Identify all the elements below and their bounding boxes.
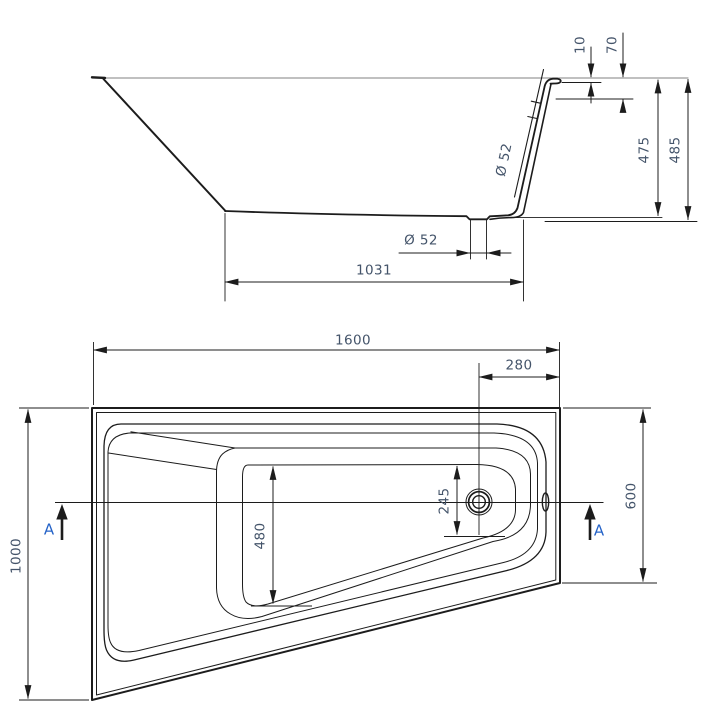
dim-480-label: 480 — [252, 522, 269, 550]
tub-backrest-slope — [102, 78, 227, 212]
tub-left-lip — [90, 76, 107, 80]
backrest-edge-upper — [130, 431, 236, 449]
dim-485-label: 485 — [667, 136, 684, 164]
dim-dia52-wall-lines — [513, 68, 545, 198]
plan-view — [19, 342, 657, 701]
overflow-hole — [541, 492, 550, 512]
dim-600-label: 600 — [623, 482, 640, 510]
basin-opening-outer — [103, 423, 547, 662]
plan-extension-lines — [19, 342, 657, 701]
section-extension-lines — [224, 82, 698, 302]
backrest-edge-lower — [108, 452, 217, 470]
section-arrow-right — [584, 504, 596, 540]
dim-245-label: 245 — [436, 487, 453, 515]
outer-rim — [91, 407, 561, 701]
section-arrow-left — [56, 504, 68, 540]
dim-dia52-drain-label: Ø 52 — [404, 232, 438, 249]
dim-280-label: 280 — [505, 357, 533, 374]
dim-70-label: 70 — [604, 36, 621, 54]
dim-10-label: 10 — [572, 36, 589, 54]
dim-1000-label: 1000 — [8, 538, 25, 574]
dim-1600-label: 1600 — [335, 332, 371, 349]
dim-1031-label: 1031 — [356, 262, 392, 279]
section-label-a-left: A — [43, 520, 55, 539]
basin-mid-contour — [216, 447, 531, 619]
section-label-a-right: A — [593, 521, 605, 540]
basin-opening-inner — [107, 432, 538, 653]
dim-475-label: 475 — [636, 136, 653, 164]
tub-bottom-and-right-wall — [224, 77, 562, 221]
basin-floor — [242, 464, 516, 607]
outer-rim-inner-edge — [96, 412, 557, 696]
section-view — [90, 32, 698, 302]
